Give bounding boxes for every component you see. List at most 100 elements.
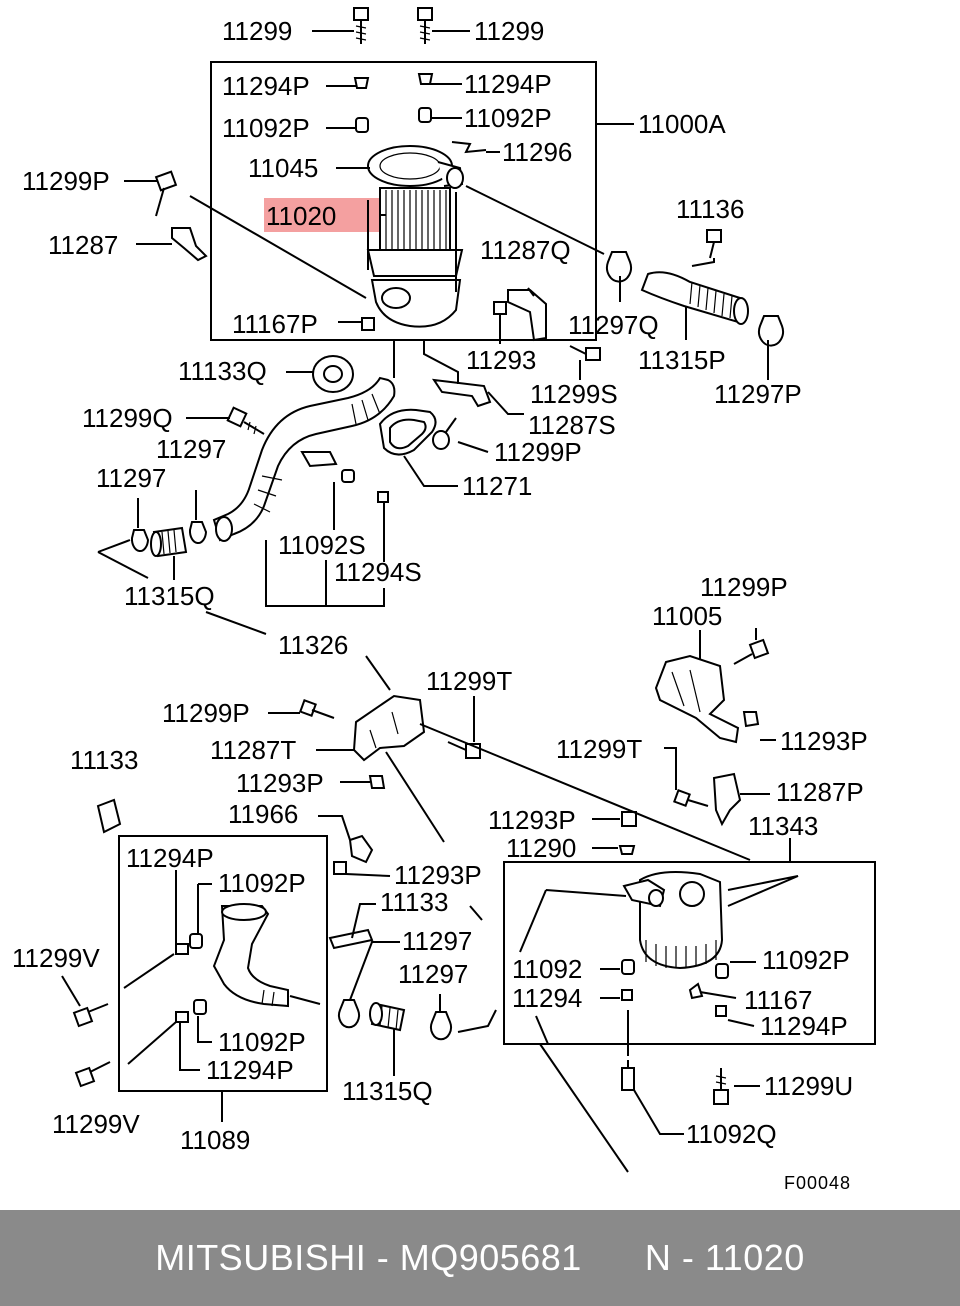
label-11299: 11299 [222, 16, 292, 46]
label-11299S: 11299S [530, 379, 618, 409]
label-11293: 11293 [466, 345, 536, 375]
label-11005: 11005 [652, 601, 722, 631]
gasket-inner [389, 418, 427, 450]
nut-icon [715, 1005, 727, 1017]
label-11294S: 11294S [334, 557, 422, 587]
label-11343: 11343 [748, 811, 818, 841]
gasket-icon [378, 408, 437, 456]
clip-icon [451, 141, 487, 154]
clamp-icon [338, 999, 360, 1029]
label-11299Q: 11299Q [82, 403, 173, 433]
label-11293P: 11293P [488, 805, 576, 835]
bolt-icon [713, 1068, 729, 1105]
assembly-box-11089 [118, 835, 328, 1092]
label-11092P: 11092P [222, 113, 310, 143]
label-11133: 11133 [380, 887, 448, 917]
label-11315P: 11315P [638, 345, 726, 375]
figure-code: F00048 [784, 1173, 851, 1193]
label-11287Q: 11287Q [480, 235, 571, 265]
clamp-icon [188, 521, 208, 544]
nut-icon [493, 301, 507, 315]
label-11294P: 11294P [206, 1055, 294, 1085]
label-11294P: 11294P [464, 69, 552, 99]
clamp-icon [430, 1011, 452, 1041]
highlight-11020 [264, 198, 380, 232]
parts-diagram: 11299 11299 11294P 11294P 11092P 11092P … [12, 7, 876, 1193]
drain-plug-icon [621, 1060, 635, 1091]
label-11167P: 11167P [232, 309, 318, 339]
label-11326: 11326 [278, 630, 348, 660]
collar-icon [418, 107, 432, 123]
bracket-icon [348, 834, 374, 864]
nut-icon [621, 811, 637, 827]
bolt-icon [447, 741, 481, 759]
label-11315Q: 11315Q [342, 1076, 433, 1106]
collar-icon [341, 469, 355, 483]
footer-bar: MITSUBISHI - MQ905681 N - 11020 [0, 1210, 960, 1306]
label-11133Q: 11133Q [178, 356, 267, 386]
label-11315Q: 11315Q [124, 581, 215, 611]
label-11287P: 11287P [776, 777, 864, 807]
label-11290: 11290 [506, 833, 576, 863]
label-11297: 11297 [96, 463, 166, 493]
block-icon [328, 928, 374, 950]
intake-duct [212, 376, 396, 542]
label-11136: 11136 [676, 194, 744, 224]
label-11092P: 11092P [464, 103, 552, 133]
label-11299U: 11299U [764, 1071, 853, 1101]
air-cleaner-housing [366, 145, 464, 328]
nut-icon [175, 943, 189, 955]
footer-caption: MITSUBISHI - MQ905681 N - 11020 [155, 1237, 805, 1278]
bracket-icon [171, 227, 208, 262]
clamp-icon [606, 251, 632, 283]
nut-icon [353, 77, 370, 89]
label-11299V: 11299V [12, 943, 100, 973]
part-labels: 11299 11299 11294P 11294P 11092P 11092P … [12, 16, 868, 1155]
label-11294P: 11294P [222, 71, 310, 101]
block-icon [96, 798, 122, 834]
label-11092Q: 11092Q [686, 1119, 777, 1149]
nut-icon [742, 711, 760, 728]
seal-ring-icon [312, 355, 354, 393]
bracket-icon [712, 772, 742, 827]
bolt-icon [299, 699, 335, 719]
label-11000A: 11000A [638, 109, 726, 139]
assembly-box-11000A [210, 61, 597, 341]
bolt-icon [706, 229, 722, 259]
label-11297: 11297 [402, 926, 472, 956]
fuel-filter-housing [622, 871, 724, 970]
label-11299P: 11299P [700, 572, 788, 602]
label-11167: 11167 [744, 985, 812, 1015]
label-11287: 11287 [48, 230, 118, 260]
plug-icon [361, 317, 375, 331]
nut-icon [175, 1011, 189, 1023]
leader-lines [61, 30, 799, 1173]
nut-icon [621, 989, 633, 1001]
bolt-icon [673, 789, 709, 807]
label-11297Q: 11297Q [568, 310, 659, 340]
clamp-icon [130, 529, 150, 552]
label-11092P: 11092P [218, 1027, 306, 1057]
collar-icon [715, 963, 729, 979]
label-11293P: 11293P [780, 726, 868, 756]
label-11092P: 11092P [218, 868, 306, 898]
label-11297P: 11297P [714, 379, 802, 409]
bolt-icon [226, 406, 265, 435]
bolt-icon [733, 638, 770, 665]
hose-icon [369, 1002, 406, 1032]
bolt-icon [74, 1061, 111, 1088]
nut-icon [368, 775, 386, 789]
hose-icon [150, 526, 188, 558]
label-11287T: 11287T [210, 735, 296, 765]
collar-icon [193, 999, 207, 1015]
part-drawings [72, 7, 784, 1105]
bolt-icon [154, 170, 178, 217]
label-11092: 11092 [512, 954, 582, 984]
hose-icon [640, 271, 749, 325]
nut-icon [377, 491, 389, 503]
label-11299P: 11299P [162, 698, 250, 728]
bracket-icon [431, 378, 492, 408]
bolt-icon [432, 417, 457, 450]
label-11299P: 11299P [494, 437, 582, 467]
label-11299P: 11299P [22, 166, 110, 196]
